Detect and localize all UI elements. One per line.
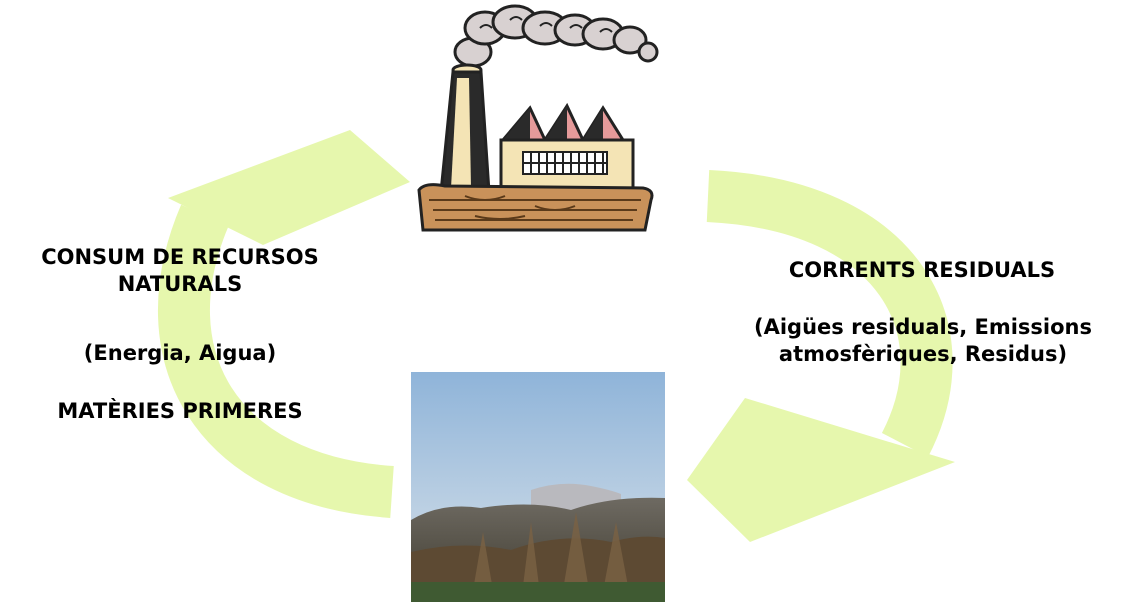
landscape-photo [411,372,665,602]
left-cycle-arrow [157,130,410,518]
right-cycle-arrow [687,170,955,542]
wooden-base [417,183,654,232]
factory-illustration [417,4,659,232]
factory-building [499,102,635,194]
left-block-title: CONSUM DE RECURSOS NATURALS [41,245,319,297]
chimney [439,63,491,194]
left-block-extra: MATÈRIES PRIMERES [57,399,303,423]
left-block-subtitle: (Energia, Aigua) [83,341,277,365]
right-block-subtitle: (Aigües residuals, Emissions atmosfèriqu… [753,315,1093,367]
right-block-title: CORRENTS RESIDUALS [788,258,1056,282]
smoke-icon [453,4,659,68]
